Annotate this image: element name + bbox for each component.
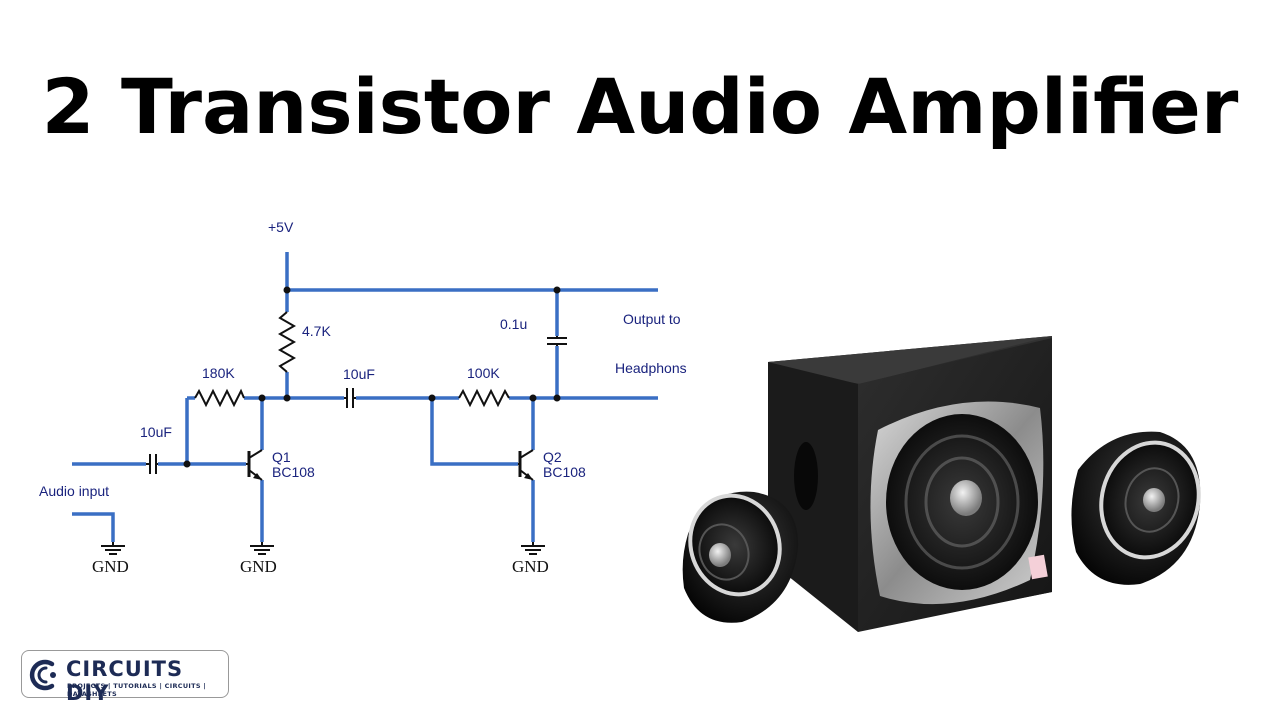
resistor-4-7k: [277, 311, 297, 373]
subwoofer-icon: [768, 336, 1052, 632]
logo-icon: [29, 659, 56, 691]
r1-label: 4.7K: [302, 323, 331, 339]
ground-symbol-input: [101, 542, 125, 555]
speaker-illustration: [682, 336, 1201, 632]
right-speaker-icon: [1071, 431, 1201, 585]
transistor-q1: [246, 449, 263, 481]
c-couple-label: 10uF: [343, 366, 375, 382]
logo-tagline: PROJECTS | TUTORIALS | CIRCUITS | DATASH…: [67, 682, 207, 698]
ground-symbol-q1: [250, 542, 274, 555]
r2-label: 180K: [202, 365, 235, 381]
ground-symbol-q2: [521, 542, 545, 555]
output-label-line2: Headphons: [615, 360, 687, 376]
logo-name: CIRCUITS DIY: [66, 657, 184, 705]
q2-ref-label: Q2: [543, 449, 562, 465]
wires: [72, 252, 658, 542]
gnd-label: GND: [512, 557, 549, 576]
circuits-diy-logo: CIRCUITS DIY PROJECTS | TUTORIALS | CIRC…: [21, 650, 229, 705]
supply-label: +5V: [268, 219, 294, 235]
r3-label: 100K: [467, 365, 500, 381]
audio-input-label: Audio input: [39, 483, 109, 499]
c-in-label: 10uF: [140, 424, 172, 440]
left-speaker-icon: [682, 491, 799, 623]
q1-ref-label: Q1: [272, 449, 291, 465]
q1-part-label: BC108: [272, 464, 315, 480]
page-title: 2 Transistor Audio Amplifier: [41, 62, 1239, 151]
gnd-label: GND: [92, 557, 129, 576]
resistor-100k: [458, 388, 510, 408]
output-label-line1: Output to: [623, 311, 681, 327]
capacitor-output: [547, 336, 567, 346]
capacitor-coupling: [344, 388, 356, 408]
q2-part-label: BC108: [543, 464, 586, 480]
components: [101, 286, 567, 555]
resistor-180k: [194, 388, 245, 408]
c-out-label: 0.1u: [500, 316, 527, 332]
gnd-label: GND: [240, 557, 277, 576]
transistor-q2: [518, 449, 534, 481]
capacitor-input: [146, 454, 158, 474]
junction-dots: [183, 286, 561, 468]
